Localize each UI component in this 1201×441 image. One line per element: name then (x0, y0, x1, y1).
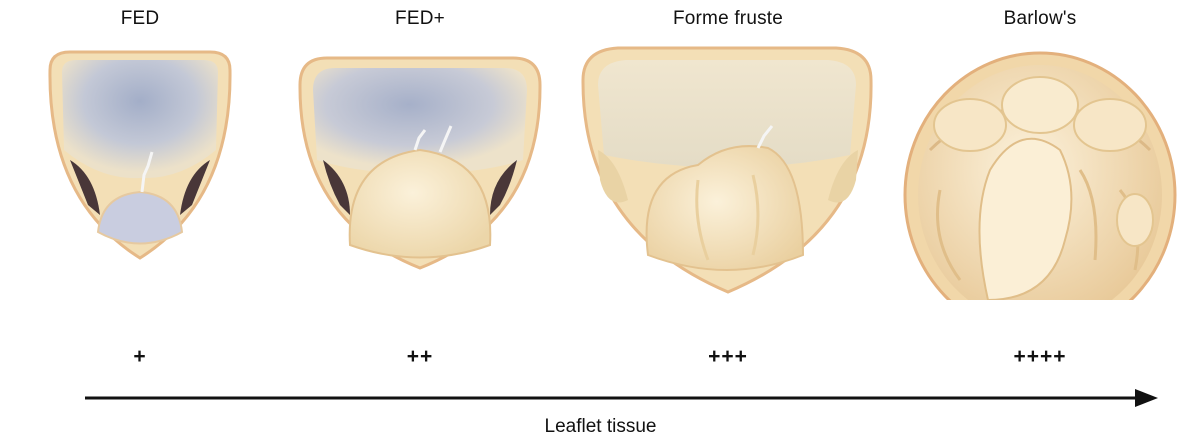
arrowhead-icon (1135, 389, 1158, 407)
axis-label: Leaflet tissue (0, 416, 1201, 438)
